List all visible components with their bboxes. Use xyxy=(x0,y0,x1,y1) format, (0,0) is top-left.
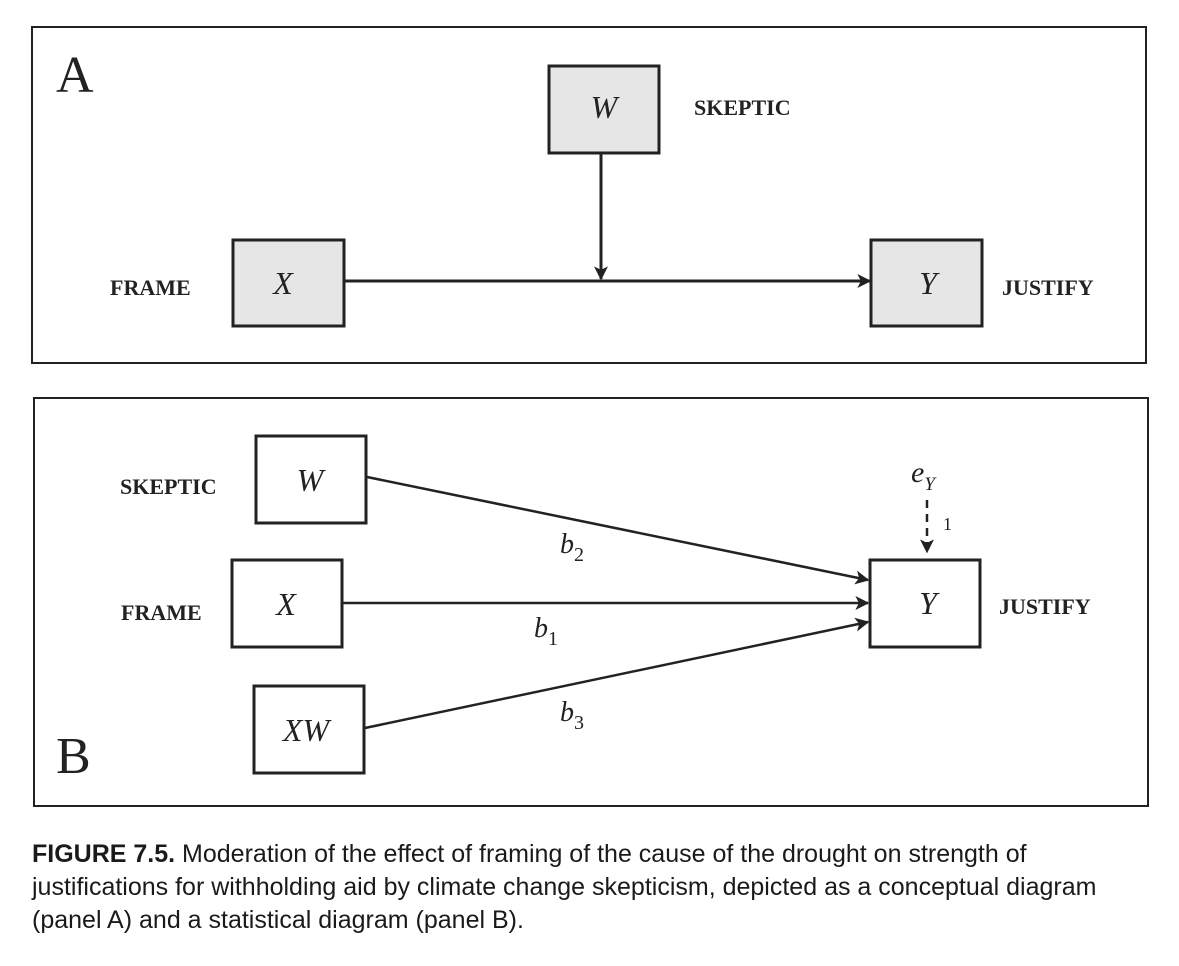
panel-a: A W SKEPTIC X FRAME Y JUSTIFY xyxy=(31,26,1147,364)
panel-a-label: A xyxy=(56,47,94,104)
panel-a-node-x-name: FRAME xyxy=(110,275,191,300)
panel-b-node-x-name: FRAME xyxy=(121,600,202,625)
panel-a-node-y-symbol: Y xyxy=(919,265,940,301)
path-label-b1-letter: b xyxy=(534,613,548,644)
path-label-b3: b3 xyxy=(560,697,584,734)
path-label-b1: b1 xyxy=(534,613,558,650)
path-label-b2-sub: 2 xyxy=(574,544,584,566)
path-label-b1-sub: 1 xyxy=(548,628,558,650)
path-label-b2: b2 xyxy=(560,529,584,566)
panel-b-frame xyxy=(33,397,1149,807)
panel-a-node-w-name: SKEPTIC xyxy=(694,95,791,120)
panel-a-frame xyxy=(31,26,1147,364)
panel-b-node-w-symbol: W xyxy=(297,462,327,498)
panel-b-node-w-name: SKEPTIC xyxy=(120,474,217,499)
panel-b-node-x-symbol: X xyxy=(274,586,297,622)
path-label-b3-sub: 3 xyxy=(574,712,584,734)
error-term-sub: Y xyxy=(924,474,937,495)
panel-b-node-x xyxy=(230,558,344,649)
figure-caption-label: FIGURE 7.5. xyxy=(32,840,176,868)
panel-a-node-x xyxy=(231,238,346,328)
panel-b-arrow-xw-to-y xyxy=(364,617,870,730)
path-label-b3-letter: b xyxy=(560,697,574,728)
figure-caption: FIGURE 7.5. Moderation of the effect of … xyxy=(32,838,1147,937)
panel-b-node-y xyxy=(868,558,982,649)
panel-b-node-xw xyxy=(252,684,366,775)
panel-b-label: B xyxy=(56,728,91,785)
error-term-weight: 1 xyxy=(943,514,952,534)
panel-a-node-y xyxy=(869,238,984,328)
panel-b: B W SKEPTIC X FRAME XW Y JUSTIFY b2 b1 b… xyxy=(33,397,1149,807)
error-term-letter: e xyxy=(911,456,924,489)
panel-b-node-y-symbol: Y xyxy=(919,585,940,621)
panel-a-node-x-symbol: X xyxy=(271,265,294,301)
panel-a-node-y-name: JUSTIFY xyxy=(1002,275,1094,300)
panel-b-node-y-name: JUSTIFY xyxy=(999,594,1091,619)
path-label-b2-letter: b xyxy=(560,529,574,560)
panel-a-node-w-symbol: W xyxy=(591,89,621,125)
panel-a-node-w xyxy=(547,64,661,155)
error-term-label: eY xyxy=(911,456,937,495)
panel-b-arrow-w-to-y xyxy=(366,475,870,585)
panel-b-node-xw-symbol: XW xyxy=(281,712,333,748)
panel-b-node-w xyxy=(254,434,368,525)
figure-caption-text: Moderation of the effect of framing of t… xyxy=(32,840,1097,934)
moderation-diagram: A W SKEPTIC X FRAME Y JUSTIFY B W SKEPTI… xyxy=(31,26,1149,807)
